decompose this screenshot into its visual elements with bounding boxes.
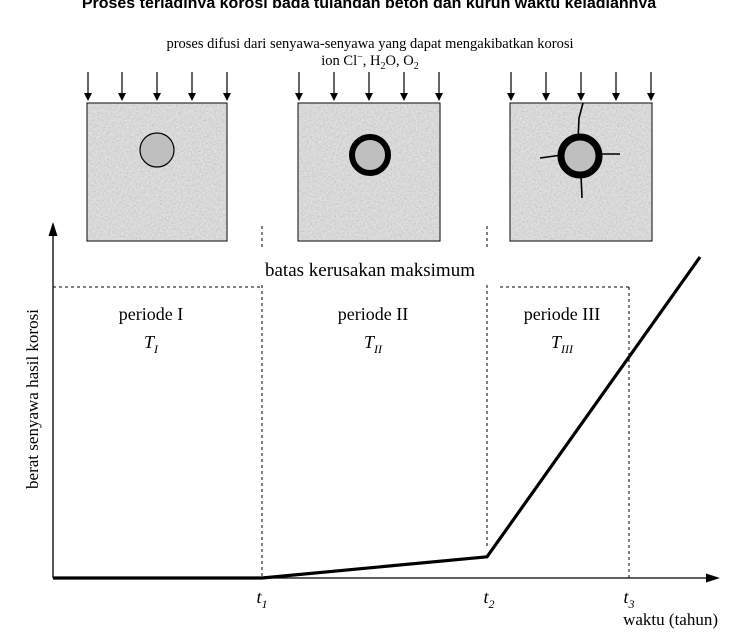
ion-list: ion Cl−, H2O, O2 [321, 52, 418, 72]
corroded-rebar-icon [349, 134, 391, 176]
period-dividers [261, 226, 630, 578]
period-2-label: periode II [338, 304, 408, 324]
period-3-symbol: TIII [551, 332, 574, 356]
period-2-symbol: TII [364, 332, 383, 356]
threshold-label: batas kerusakan maksimum [265, 260, 475, 281]
concrete-specimen-3 [509, 102, 653, 242]
concrete-specimen-2 [297, 102, 441, 242]
y-axis-arrowhead [48, 222, 58, 236]
concrete-specimen-1 [86, 102, 228, 242]
x-axis-label: waktu (tahun) [623, 610, 718, 629]
t3-label: t3 [623, 587, 634, 611]
period-1-symbol: TI [144, 332, 159, 356]
rebar-icon [139, 132, 175, 168]
arrows-specimen-1 [84, 72, 231, 101]
x-axis-arrowhead [706, 573, 720, 583]
period-1-label: periode I [119, 304, 183, 324]
t2-label: t2 [483, 587, 494, 611]
cropped-title: Proses terjadinya korosi pada tulangan b… [0, 0, 738, 8]
cracked-rebar-icon [557, 133, 603, 179]
y-axis-label: berat senyawa hasil korosi [23, 309, 42, 489]
arrows-specimen-3 [507, 72, 655, 101]
period-3-label: periode III [524, 304, 600, 324]
corrosion-curve [53, 256, 702, 580]
t1-label: t1 [256, 587, 267, 611]
diffusion-caption: proses difusi dari senyawa-senyawa yang … [166, 36, 573, 52]
arrows-specimen-2 [295, 72, 443, 101]
